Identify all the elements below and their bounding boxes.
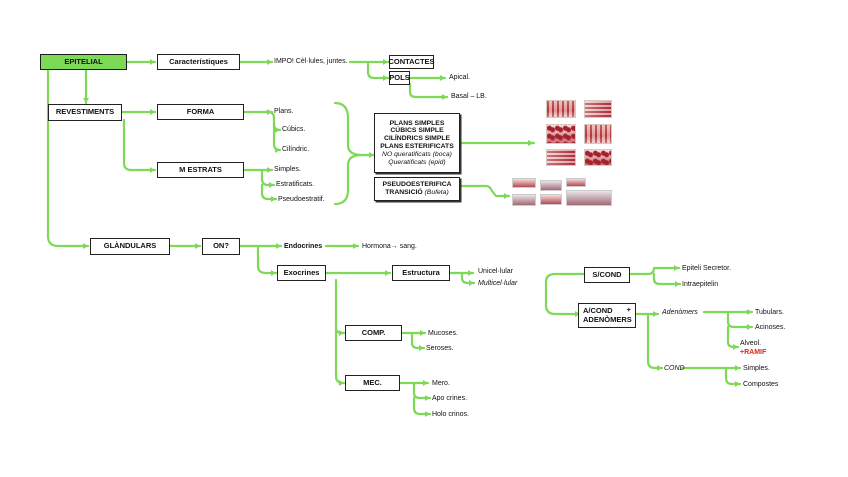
box2-transicio: TRANSICIÓ	[385, 189, 423, 196]
tissue-thumb-3	[546, 124, 576, 144]
acond-label: A/COND	[583, 305, 613, 315]
text-forma-item-2: Cilíndric.	[282, 146, 310, 153]
text-estrats-item-0: Simples.	[274, 166, 301, 173]
tissue-tile-1	[512, 178, 536, 188]
text-apical: Apical.	[449, 74, 471, 81]
text-comp-item-1: Seroses.	[426, 345, 454, 352]
node-pols: POLS	[389, 71, 410, 85]
text-estrats-item-2: Pseudoestratif.	[278, 196, 325, 203]
text-estrats-item-1: Estratificats.	[276, 181, 315, 188]
text-mec-item-1: Apo crines.	[432, 395, 468, 402]
text-adenomers: Adenòmers	[662, 309, 698, 316]
text-aden-item-2: Alveol.	[740, 340, 762, 347]
node-forma: FORMA	[157, 104, 244, 120]
tissue-thumb-2	[584, 100, 612, 118]
tissue-thumb-1	[546, 100, 576, 118]
node-comp: COMP.	[345, 325, 402, 341]
text-estructura-item-0: Unicel·lular	[478, 268, 514, 275]
tissue-tile-6	[566, 190, 612, 206]
tissue-tile-4	[512, 194, 536, 206]
text-cond-item-0: Simples.	[743, 365, 770, 372]
acond-line-1: A/COND +	[583, 305, 631, 316]
box1-line-0: PLANS SIMPLES	[389, 119, 445, 127]
acond-plus: +	[626, 305, 631, 314]
text-ramif: +RAMIF	[740, 349, 767, 356]
text-basal: Basal – LB.	[451, 93, 487, 100]
node-exocrines: Exocrines	[277, 265, 326, 281]
box1-italic-0: NO queratificats (boca)	[382, 150, 452, 158]
root-epitelial: EPITELIAL	[40, 54, 127, 70]
text-impo: IMPO! Cèl·lules, juntes.	[274, 58, 348, 65]
box1-italic-1: Queratificats (epid)	[388, 158, 446, 166]
text-cond-item-1: Compostes	[743, 381, 779, 388]
box1-line-3: PLANS ESTERIFICATS	[380, 143, 454, 150]
text-mec-item-2: Holo crinos.	[432, 411, 469, 418]
text-estructura-item-1: Multicel·lular	[478, 280, 518, 287]
tissue-thumb-4	[584, 124, 612, 144]
node-revestiments: REVESTIMENTS	[48, 104, 122, 121]
tissue-tile-2	[540, 180, 562, 191]
text-aden-item-0: Tubulars.	[755, 309, 784, 316]
text-forma-item-1: Cúbics.	[282, 126, 306, 133]
box2-line-1: PSEUDOESTERIFICA	[382, 181, 452, 189]
node-caracteristiques: Característiques	[157, 54, 240, 70]
tissue-thumb-5	[546, 149, 576, 166]
tissue-thumb-6	[584, 149, 612, 166]
tissue-tile-5	[540, 194, 562, 205]
box-epithelium-types: PLANS SIMPLES CÚBICS SIMPLE CILÍNDRICS S…	[374, 113, 460, 173]
box-pseudo-transicio: PSEUDOESTERIFICA TRANSICIÓ (Bufeta)	[374, 177, 460, 201]
node-glandulars: GLÀNDULARS	[90, 238, 170, 255]
text-scond-item-0: Epiteli Secretor.	[682, 265, 732, 272]
node-contactes: CONTACTES	[388, 55, 435, 69]
text-forma-item-0: Plans.	[274, 108, 294, 115]
text-mec-item-0: Mero.	[432, 380, 450, 387]
text-scond-item-1: Intraepitelin	[682, 281, 719, 288]
text-cond: COND	[664, 365, 685, 372]
text-aden-item-1: Acinoses.	[755, 324, 786, 331]
node-m-estrats: M ESTRATS	[157, 162, 244, 178]
node-on: ON?	[202, 238, 240, 255]
box2-line-2: TRANSICIÓ (Bufeta)	[385, 189, 448, 197]
node-estructura: Estructura	[392, 265, 450, 281]
text-comp-item-0: Mucoses.	[428, 330, 458, 337]
tissue-tile-3	[566, 178, 586, 187]
text-hormona: Hormona→ sang.	[362, 243, 417, 250]
box2-bufeta: (Bufeta)	[424, 189, 449, 196]
text-endocrines: Endocrines	[284, 243, 323, 250]
node-s-cond: S/COND	[584, 267, 630, 283]
box1-line-2: CILÍNDRICS SIMPLE	[383, 135, 451, 143]
node-a-cond-adenomers: A/COND + ADENÒMERS	[578, 303, 636, 328]
acond-line-2: ADENÒMERS	[583, 314, 632, 324]
node-mec: MEC.	[345, 375, 400, 391]
box1-line-1: CÚBICS SIMPLE	[390, 127, 444, 135]
